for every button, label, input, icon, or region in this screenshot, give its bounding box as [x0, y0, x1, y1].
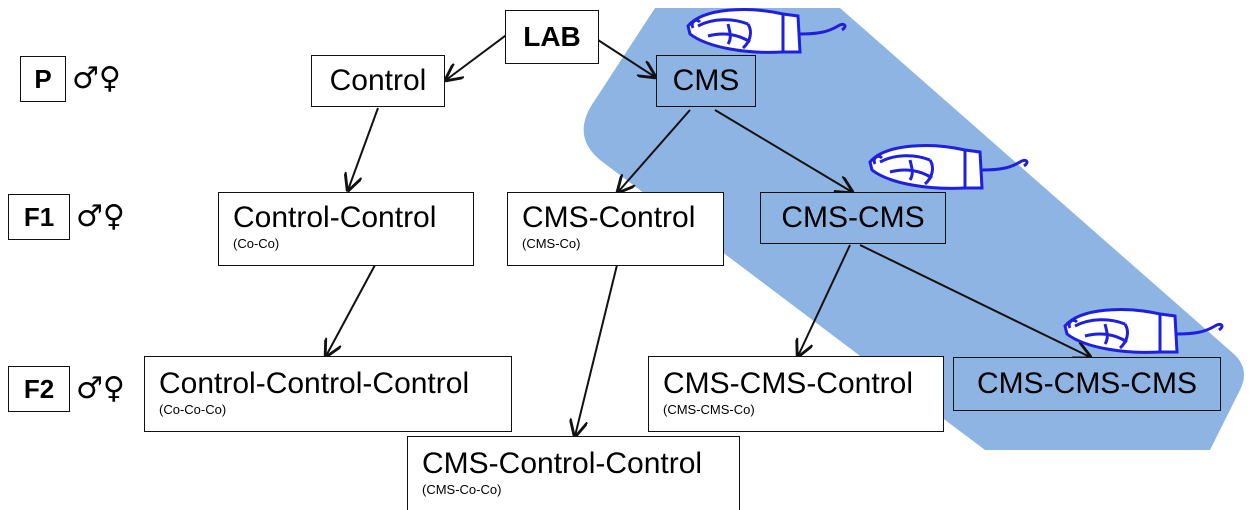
node-cms-cms-cms: CMS-CMS-CMS	[953, 357, 1221, 411]
node-label: CMS	[672, 64, 740, 97]
generation-f1: F1 ♂♀	[8, 194, 125, 240]
arrow-cmsco-to-cmscoco	[575, 264, 618, 436]
node-abbreviation: (CMS-Co)	[522, 236, 581, 251]
node-control-control-control: Control-Control-Control (Co-Co-Co)	[144, 356, 512, 432]
node-cms-control-control: CMS-Control-Control (CMS-Co-Co)	[407, 436, 740, 510]
male-female-icon: ♂♀	[76, 371, 125, 406]
node-label: LAB	[523, 21, 581, 52]
arrow-cmscms-to-cmscmscms	[859, 244, 1090, 357]
rat-in-restrainer-icon	[1063, 308, 1224, 354]
white-patch	[985, 450, 1230, 510]
arrow-cms-to-cmsco	[618, 109, 691, 192]
generation-label: F2	[8, 366, 70, 412]
node-cms-cms-control: CMS-CMS-Control (CMS-CMS-Co)	[648, 356, 944, 432]
node-control: Control	[311, 55, 445, 107]
node-label: Control-Control	[233, 201, 437, 234]
node-abbreviation: (Co-Co)	[233, 236, 280, 251]
generation-p: P ♂♀	[20, 56, 121, 102]
male-female-icon: ♂♀	[72, 61, 121, 96]
rat-in-restrainer-icon	[868, 144, 1029, 190]
arrow-lab-to-control	[446, 29, 514, 80]
node-label: CMS-CMS	[781, 201, 925, 234]
node-cms: CMS	[656, 55, 756, 107]
node-label: CMS-CMS-Control	[663, 367, 914, 400]
arrow-lab-to-cms	[597, 39, 655, 77]
node-lab: LAB	[505, 10, 599, 64]
male-female-icon: ♂♀	[76, 199, 125, 234]
arrow-coco-to-cococo	[326, 264, 376, 356]
node-label: Control-Control-Control	[159, 367, 470, 400]
generation-f2: F2 ♂♀	[8, 366, 125, 412]
node-abbreviation: (CMS-Co-Co)	[422, 482, 502, 497]
rat-in-restrainer-icon	[686, 8, 847, 54]
node-label: Control	[329, 64, 427, 97]
generation-label: P	[20, 56, 66, 102]
arrow-cms-to-cmscms	[714, 109, 852, 192]
node-cms-cms: CMS-CMS	[760, 192, 946, 244]
node-abbreviation: (CMS-CMS-Co)	[663, 402, 755, 417]
node-abbreviation: (Co-Co-Co)	[159, 402, 227, 417]
generation-label: F1	[8, 194, 70, 240]
node-control-control: Control-Control (Co-Co)	[218, 192, 474, 266]
arrow-control-to-coco	[348, 107, 379, 190]
node-cms-control: CMS-Control (CMS-Co)	[507, 192, 724, 266]
node-label: CMS-Control-Control	[422, 447, 703, 480]
node-label: CMS-Control	[522, 201, 696, 234]
node-label: CMS-CMS-CMS	[977, 367, 1197, 400]
arrow-cmscms-to-cmscmsco	[798, 244, 851, 356]
